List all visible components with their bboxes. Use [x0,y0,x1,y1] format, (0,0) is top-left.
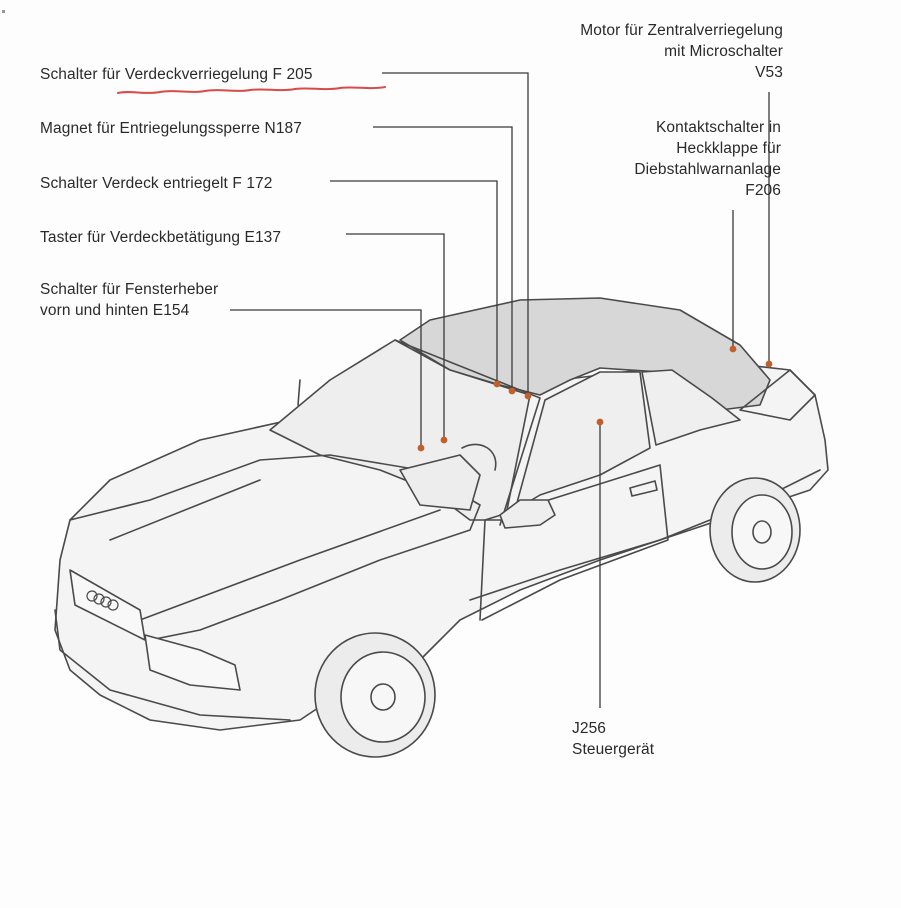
label-e154-fensterheber: Schalter für Fensterheber vorn und hinte… [40,281,219,319]
car-rear-deck [739,369,816,421]
label-e137-verdeckbetaetigung: Taster für Verdeckbetätigung E137 [40,229,282,246]
windshield-pillar [394,339,541,526]
audi-rings-icon [86,590,119,611]
car-steering-wheel [461,443,497,471]
label-f172-verdeck-entriegelt: Schalter Verdeck entriegelt F 172 [40,175,273,192]
marker-dots [417,345,773,452]
car-hood-crease [109,479,441,621]
car-front-bumper [54,609,291,721]
marker-dot-v53 [765,360,773,368]
marker-dot-e154 [417,444,425,452]
car-hood [69,454,481,641]
convertible-car-illustration [54,297,829,758]
label-v53-zentralverriegelung: Motor für Zentralverriegelung mit Micros… [580,22,783,81]
label-f205-verdeckverriegelung: Schalter für Verdeckverriegelung F 205 [40,66,313,83]
marker-dot-n187 [508,387,516,395]
leader-e137 [346,233,445,438]
car-rear-wheel [709,477,801,583]
car-seat [399,454,481,511]
car-door-line [479,464,669,621]
marker-dot-e137 [440,436,448,444]
label-j256-steuergeraet: J256 Steuergerät [572,720,655,758]
car-antenna [297,379,301,406]
car-door-handle [629,480,658,497]
label-f206-kontaktschalter: Kontaktschalter in Heckklappe für Diebst… [634,119,781,199]
leader-f172 [330,180,498,383]
leader-n187 [373,126,513,390]
leader-f205 [382,72,529,395]
marker-dot-f205 [524,392,532,400]
marker-dot-j256 [596,418,604,426]
label-n187-entriegelungssperre: Magnet für Entriegelungssperre N187 [40,120,302,137]
scan-speck [2,10,5,13]
car-side-window-rear [641,369,741,446]
highlight-underline-f205 [117,86,386,94]
leader-lines [230,72,770,708]
leader-e154 [230,309,422,446]
marker-dot-f206 [729,345,737,353]
car-mirror [499,499,556,529]
car-headlight [144,634,241,691]
marker-dot-f172 [493,380,501,388]
car-front-wheel [314,632,436,758]
